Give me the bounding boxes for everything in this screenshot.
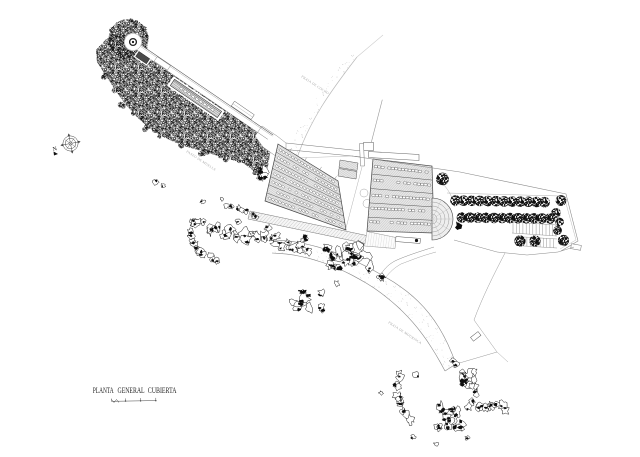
svg-text:PLANTA: PLANTA [93,386,114,395]
svg-text:CUBIERTA: CUBIERTA [148,386,177,395]
svg-text:N: N [52,146,58,153]
svg-text:GENERAL: GENERAL [118,386,145,395]
